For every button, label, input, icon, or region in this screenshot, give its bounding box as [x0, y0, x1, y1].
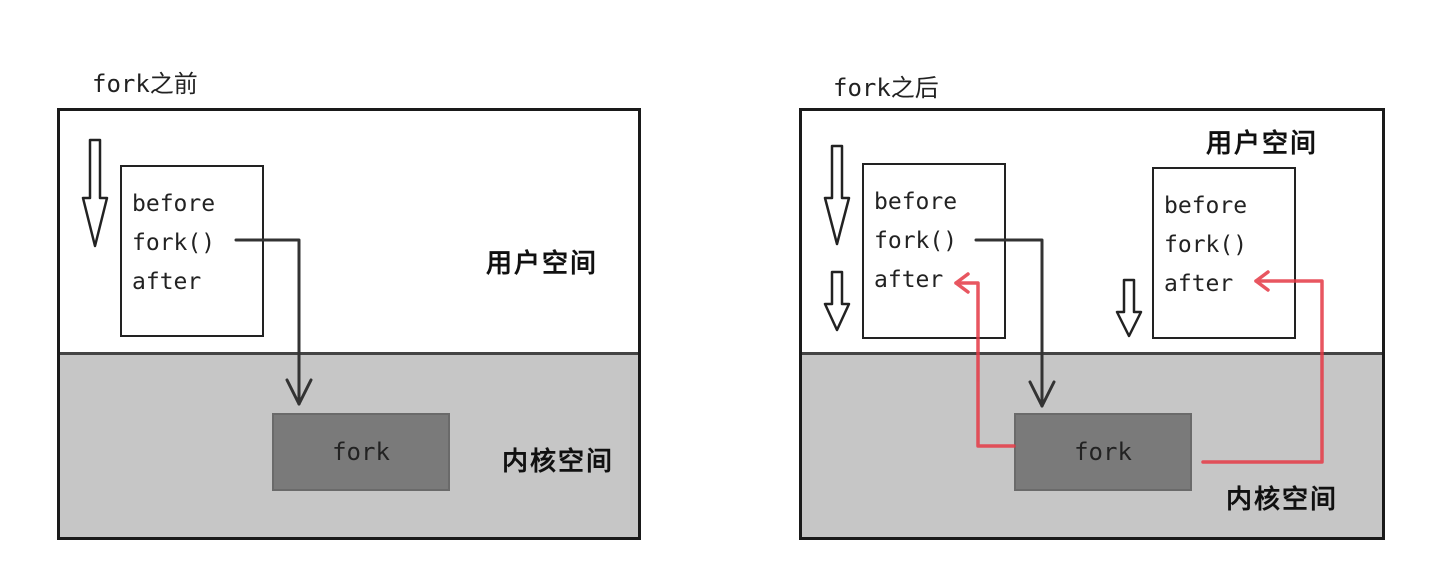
right-diagram-panel: 用户空间 内核空间 before fork() after before for…	[799, 108, 1385, 540]
child-code-fork-call: fork()	[1164, 232, 1248, 258]
left-kernel-fork-label: fork	[332, 438, 390, 466]
return-to-child-arrow	[1201, 270, 1324, 464]
child-code-before: before	[1164, 193, 1248, 219]
left-execution-flow-arrow	[81, 138, 109, 248]
left-code-after: after	[132, 269, 202, 295]
right-diagram-title: fork之后	[833, 74, 939, 102]
return-to-parent-arrow	[954, 272, 1016, 448]
right-user-space-label: 用户空间	[1206, 129, 1319, 159]
parent-code-fork-call: fork()	[874, 228, 958, 254]
parent-process-code-box: before fork() after	[862, 163, 1006, 339]
child-execution-flow-arrow	[1115, 278, 1143, 338]
child-process-code-box: before fork() after	[1152, 167, 1296, 339]
left-fork-call-arrow	[234, 238, 313, 406]
left-user-space-label: 用户空间	[486, 249, 599, 279]
left-code-before: before	[132, 191, 216, 217]
parent-resume-arrow	[823, 270, 851, 332]
right-kernel-space-label: 内核空间	[1226, 485, 1339, 515]
left-kernel-space-label: 内核空间	[502, 447, 615, 477]
right-kernel-fork-label: fork	[1074, 438, 1132, 466]
parent-code-after: after	[874, 267, 944, 293]
left-process-code-box: before fork() after	[120, 165, 264, 337]
right-kernel-fork-box: fork	[1014, 413, 1192, 491]
child-code-after: after	[1164, 271, 1234, 297]
parent-code-before: before	[874, 189, 958, 215]
left-diagram-panel: 用户空间 内核空间 before fork() after fork	[57, 108, 641, 540]
left-kernel-fork-box: fork	[272, 413, 450, 491]
left-diagram-title: fork之前	[92, 70, 198, 98]
right-fork-call-arrow	[974, 238, 1056, 408]
parent-execution-flow-arrow	[823, 144, 851, 246]
left-code-fork-call: fork()	[132, 230, 216, 256]
